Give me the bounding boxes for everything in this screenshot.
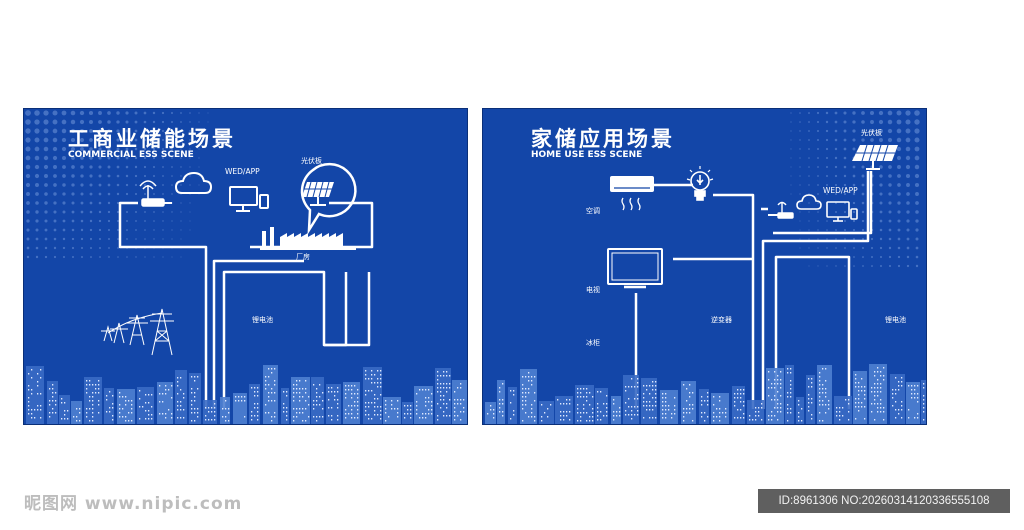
connection-lines (118, 201, 374, 409)
computer-icon (229, 186, 269, 212)
solar-panel-icon (852, 144, 898, 170)
solar-line (773, 171, 873, 235)
city-skyline (26, 365, 467, 424)
factory-icon (260, 227, 356, 250)
battery-line-inner (222, 270, 348, 409)
router-line (118, 201, 208, 409)
router-line (761, 171, 870, 409)
battery-line-loop (324, 272, 371, 347)
tv-label: 电视 (586, 286, 600, 294)
factory-label: 厂房 (296, 253, 310, 261)
home-diagram (485, 110, 926, 424)
dot-pattern (25, 110, 209, 259)
app-label: WED/APP (823, 186, 858, 195)
home-panel: 家储应用场景 HOME USE ESS SCENE 光伏板 WED/APP 空调… (482, 108, 927, 425)
computer-icon (826, 201, 858, 222)
page-title: 工商业储能场景 (68, 127, 236, 151)
connection-lines (634, 171, 873, 409)
watermark-site: 昵图网 www.nipic.com (24, 494, 243, 514)
solar-panel-icon (300, 162, 357, 235)
solar-label: 光伏板 (301, 157, 322, 165)
page-subtitle: HOME USE ESS SCENE (531, 150, 643, 160)
watermark-id: ID:8961306 NO:20260314120336555108 (758, 489, 1010, 513)
commercial-diagram (25, 110, 467, 424)
cloud-icon (796, 194, 822, 210)
tv-icon (607, 248, 663, 289)
power-tower-icon (101, 308, 174, 356)
battery-label: 锂电池 (885, 316, 906, 324)
app-label: WED/APP (225, 167, 260, 176)
page-title: 家储应用场景 (531, 127, 675, 151)
fridge-label: 冰柜 (586, 339, 600, 347)
solar-label: 光伏板 (861, 129, 882, 137)
light-bulb-icon (686, 166, 714, 201)
air-conditioner-icon (610, 176, 654, 211)
router-icon (777, 201, 794, 219)
ac-label: 空调 (586, 207, 600, 215)
page-subtitle: COMMERCIAL ESS SCENE (68, 150, 194, 160)
inverter-label: 逆变器 (711, 316, 732, 324)
battery-line (774, 255, 851, 409)
bulb-line (713, 193, 755, 409)
city-skyline (485, 364, 926, 424)
battery-line-outer (212, 259, 304, 409)
commercial-panel: 工商业储能场景 COMMERCIAL ESS SCENE WED/APP 光伏板… (23, 108, 468, 425)
router-icon (139, 180, 165, 207)
cloud-icon (174, 171, 213, 194)
battery-label: 锂电池 (252, 316, 273, 324)
